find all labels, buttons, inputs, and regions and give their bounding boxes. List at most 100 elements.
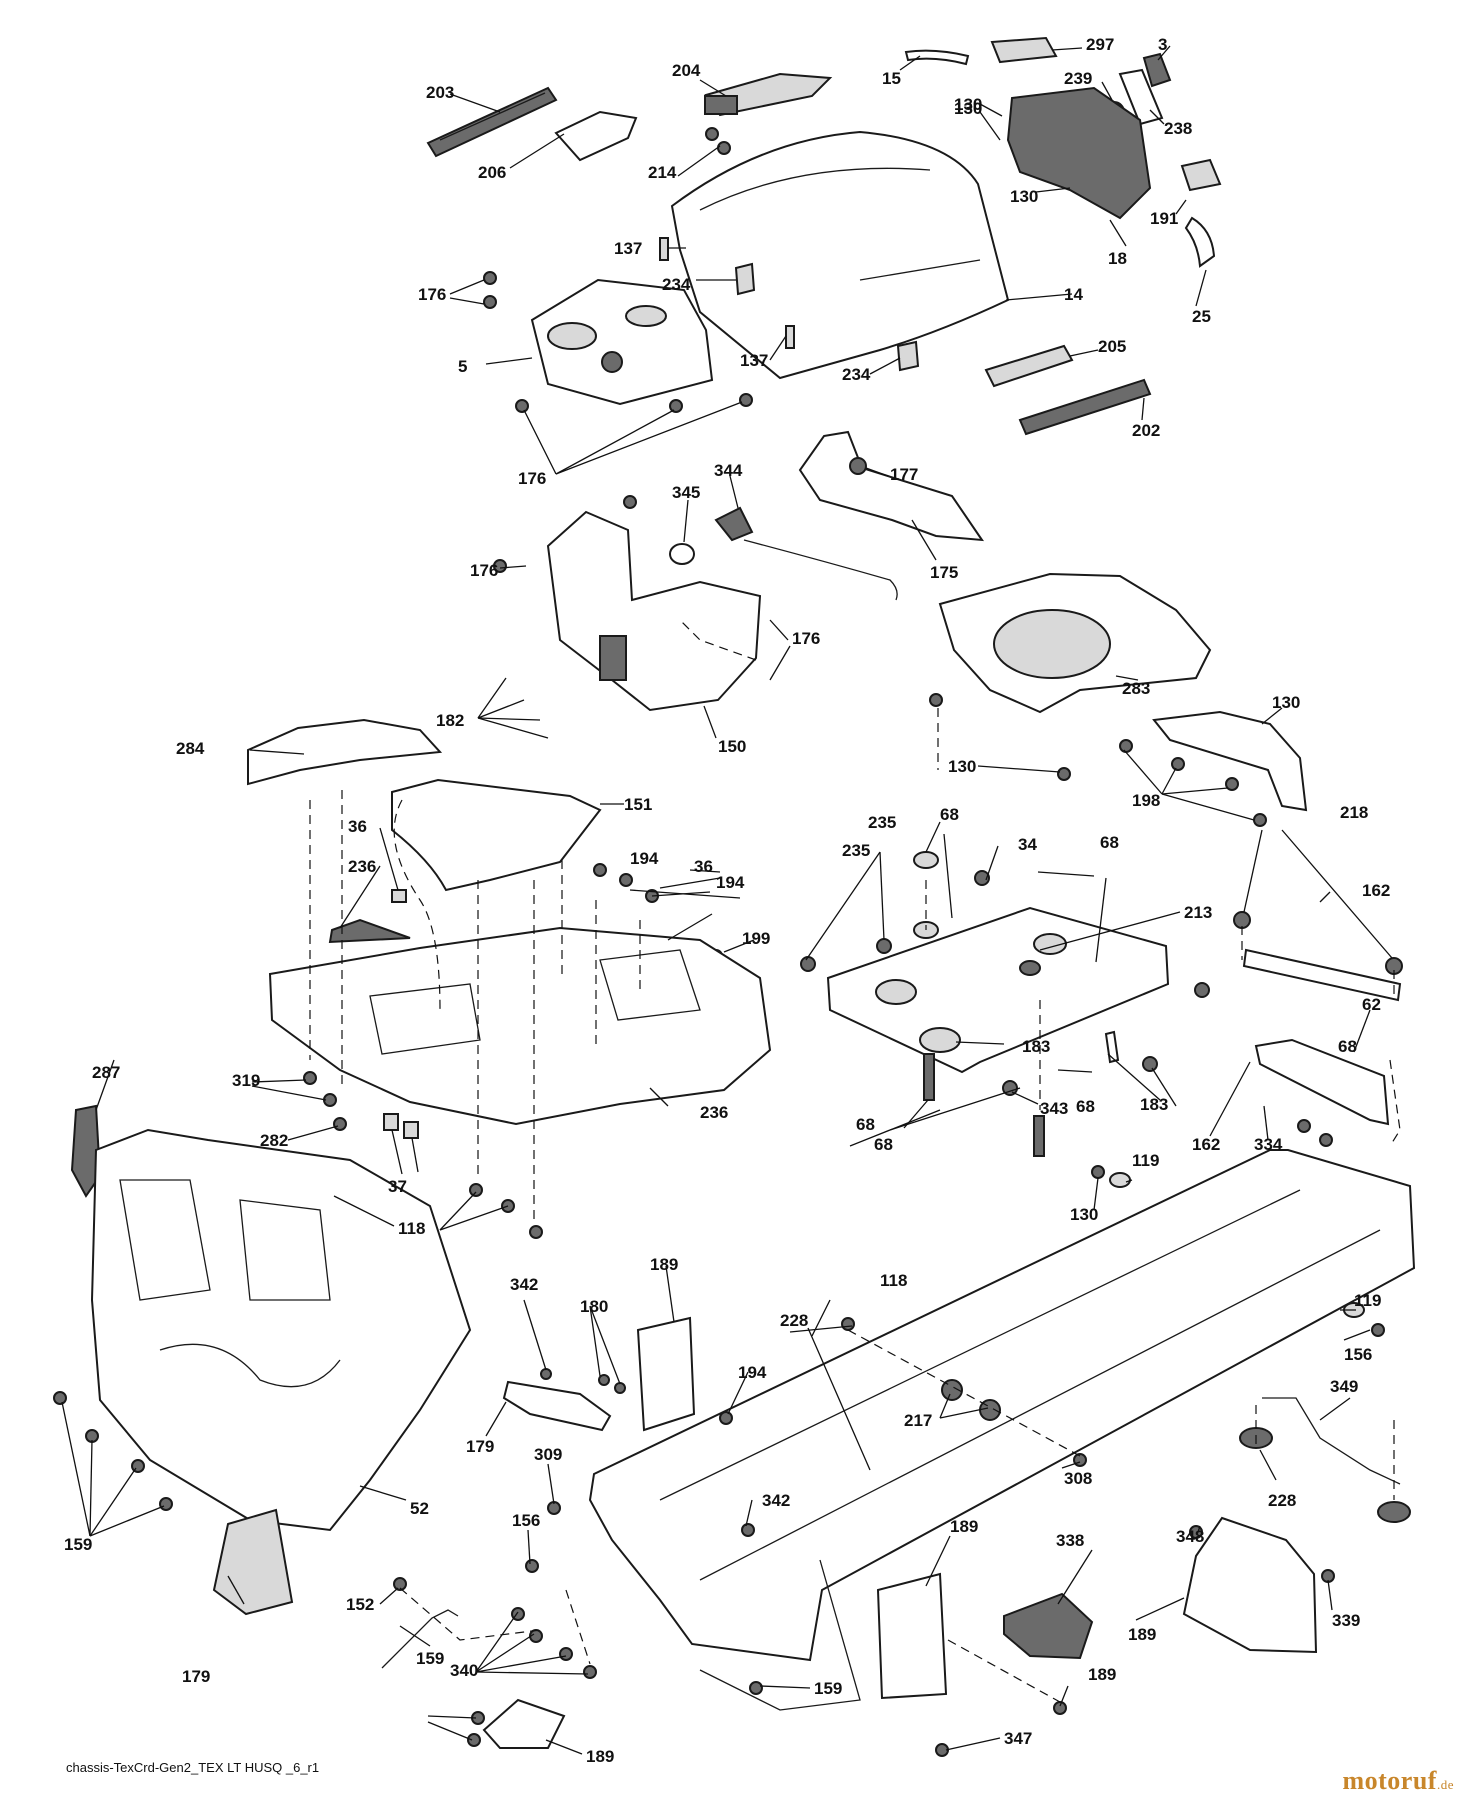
part-panel-238 (1118, 68, 1164, 126)
callout: 338 (1056, 1531, 1084, 1550)
callout: 156 (512, 1511, 540, 1530)
callout: 162 (1192, 1135, 1220, 1154)
part-bracket-151 (1152, 710, 1308, 812)
callout: 340 (450, 1661, 478, 1680)
callout: 130 (954, 95, 982, 114)
callout: 177 (890, 465, 918, 484)
callout: 189 (950, 1517, 978, 1536)
part-cover-348 (1003, 1592, 1094, 1660)
callout: 68 (1338, 1037, 1357, 1056)
part-fastener-177 (849, 457, 867, 475)
part-seat-284 (391, 778, 602, 892)
callout: 37 (388, 1177, 407, 1196)
callout: 198 (1132, 791, 1160, 810)
callout: 176 (792, 629, 820, 648)
callout: 235 (868, 813, 896, 832)
part-bracket-342a (636, 1316, 696, 1432)
part-grille-insert-340 (212, 1508, 294, 1616)
part-rod-217 (1262, 1397, 1401, 1485)
part-trim-25 (1184, 216, 1216, 268)
part-trim-15 (904, 49, 970, 66)
callout: 284 (176, 739, 205, 758)
callout: 176 (418, 285, 446, 304)
callout: 3 (1158, 35, 1167, 54)
callout: 183 (1140, 1095, 1168, 1114)
callout: 68 (1076, 1097, 1095, 1116)
callout: 344 (714, 461, 743, 480)
callout: 309 (534, 1445, 562, 1464)
part-clip-198 (391, 889, 407, 903)
callout: 282 (260, 1131, 288, 1150)
part-housing-182 (546, 510, 762, 712)
callout: 182 (436, 711, 464, 730)
callout: 118 (398, 1219, 425, 1238)
part-bar-218 (1242, 948, 1402, 1002)
part-bar-349 (502, 1380, 612, 1432)
assembly-lines (309, 619, 1401, 1703)
callout: 348 (1176, 1527, 1204, 1546)
callout: 319 (232, 1071, 260, 1090)
callout: 194 (738, 1363, 767, 1382)
part-console-5 (530, 278, 714, 406)
part-bezel-206 (554, 110, 638, 162)
callout: 236 (700, 1103, 728, 1122)
callout: 228 (780, 1311, 808, 1330)
callout: 179 (466, 1437, 494, 1456)
callout: 234 (662, 275, 691, 294)
callout: 204 (672, 61, 701, 80)
callout: 343 (1040, 1099, 1068, 1118)
callout: 189 (1128, 1625, 1156, 1644)
part-shield-152 (1182, 1516, 1318, 1654)
callout: 36 (348, 817, 367, 836)
callout: 18 (1108, 249, 1127, 268)
callout: 194 (630, 849, 659, 868)
part-cap-297 (990, 36, 1058, 64)
part-vent-strip-203 (426, 86, 558, 158)
callout: 130 (1070, 1205, 1098, 1224)
part-bracket-347 (482, 1698, 566, 1749)
part-hood-14 (670, 130, 1010, 380)
callout: 130 (1272, 693, 1300, 712)
callout: 183 (1022, 1037, 1050, 1056)
callout: 191 (1150, 209, 1178, 228)
part-bracket-334 (1254, 1038, 1390, 1126)
leader-lines (61, 45, 1393, 1755)
part-badge-3 (1142, 52, 1172, 88)
callout: 213 (1184, 903, 1212, 922)
part-vent-strip-202 (1018, 378, 1152, 436)
callout: 159 (64, 1535, 92, 1554)
diagram-caption: chassis-TexCrd-Gen2_TEX LT HUSQ _6_r1 (66, 1760, 320, 1775)
callout: 152 (346, 1595, 374, 1614)
callout: 218 (1340, 803, 1368, 822)
callout: 308 (1064, 1469, 1092, 1488)
callout: 180 (580, 1297, 608, 1316)
part-bracket-342b (876, 1572, 948, 1700)
callout: 34 (1018, 835, 1037, 854)
part-fender-283 (247, 718, 443, 786)
callout: 189 (586, 1747, 614, 1766)
part-fender-deck-37 (268, 926, 772, 1126)
callout: 342 (762, 1491, 790, 1510)
part-grille-309 (90, 1128, 472, 1532)
callout: 236 (348, 857, 376, 876)
callout: 189 (1088, 1665, 1116, 1684)
callout: 130 (948, 757, 976, 776)
callout: 202 (1132, 421, 1160, 440)
part-pad-234b (896, 340, 920, 372)
part-cap-191 (1180, 158, 1222, 192)
callout: 68 (940, 805, 959, 824)
callout: 287 (92, 1063, 120, 1082)
callout: 156 (1344, 1345, 1372, 1364)
part-plate-34 (826, 906, 1170, 1074)
watermark-brand: motoruf (1342, 1766, 1437, 1795)
callout: 25 (1192, 307, 1211, 326)
callout: 239 (1064, 69, 1092, 88)
watermark-suffix: .de (1436, 1777, 1454, 1792)
callout: 214 (648, 163, 677, 182)
callout: 14 (1064, 285, 1083, 304)
callout: 203 (426, 83, 454, 102)
callout: 5 (458, 357, 467, 376)
part-dash-18 (1006, 86, 1152, 220)
callout: 68 (874, 1135, 893, 1154)
part-pad-234 (734, 262, 756, 296)
